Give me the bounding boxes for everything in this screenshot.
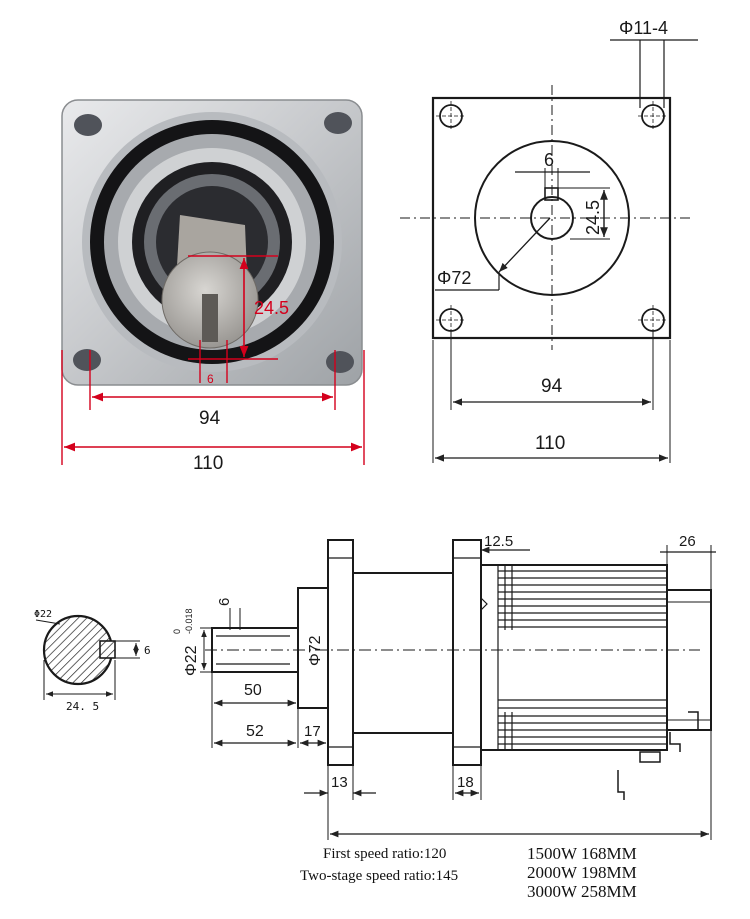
connector — [639, 751, 661, 763]
photo-flange-width-label: 110 — [193, 453, 223, 474]
motor-length-2000w: 2000W 198MM — [527, 863, 637, 882]
mount-hole — [324, 112, 352, 134]
cooling-fins — [497, 565, 667, 750]
pilot-diameter-label: Φ72 — [437, 268, 471, 288]
hole-callout-label: Φ11-4 — [619, 18, 668, 38]
side-key-width-label: 6 — [216, 598, 233, 606]
product-photo: 24.5 6 94 110 — [61, 99, 365, 474]
gearbox-body — [352, 572, 454, 734]
motor-length-3000w: 3000W 258MM — [527, 882, 637, 901]
connector — [669, 732, 681, 752]
shaft-section-drawing: Φ22 6 24. 5 — [34, 609, 151, 713]
front-flange — [327, 539, 354, 766]
key-width-label: 6 — [544, 150, 554, 170]
mount-hole — [74, 114, 102, 136]
connector — [617, 770, 625, 800]
shaft-length-label: 52 — [246, 723, 264, 740]
key-length-label: 50 — [244, 682, 262, 699]
tolerance-lower-label: -0.018 — [184, 608, 194, 634]
key-slot — [544, 187, 559, 201]
section-height-label: 24. 5 — [66, 700, 99, 713]
mount-hole — [326, 351, 354, 373]
pilot-length-label: 17 — [304, 723, 321, 740]
flange-thickness-label: 13 — [331, 774, 348, 791]
shaft-circle — [530, 196, 574, 240]
mount-hole — [73, 349, 101, 371]
second-ratio-note: Two-stage speed ratio:145 — [300, 868, 458, 884]
section-key-width-label: 6 — [144, 644, 151, 657]
side-pilot-diameter-label: Φ72 — [307, 635, 324, 666]
pilot-circle — [474, 140, 630, 296]
side-view-drawing: 6 Φ22 0 -0.018 Φ72 50 52 17 13 18 — [172, 533, 716, 840]
rear-flange — [452, 539, 482, 766]
photo-bolt-spacing-label: 94 — [199, 408, 221, 429]
motor-length-1500w: 1500W 168MM — [527, 844, 637, 863]
section-diameter-label: Φ22 — [34, 609, 52, 620]
front-view-drawing: Φ11-4 6 24.5 Φ72 94 110 — [400, 18, 698, 463]
first-ratio-note: First speed ratio:120 — [323, 846, 446, 862]
encoder-cover — [666, 589, 712, 731]
motor-body — [480, 564, 668, 751]
second-flange-label: 18 — [457, 774, 474, 791]
motor-offset-label: 12.5 — [484, 533, 513, 550]
motor-length-list: 1500W 168MM 2000W 198MM 3000W 258MM — [527, 844, 637, 901]
flange-width-label: 110 — [535, 433, 565, 454]
photo-key-width-label: 6 — [207, 372, 214, 386]
side-shaft-diameter-label: Φ22 — [183, 645, 200, 676]
shaft-height-label: 24.5 — [583, 200, 603, 235]
bolt-spacing-label: 94 — [541, 376, 563, 397]
photo-shaft-height-label: 24.5 — [254, 298, 289, 318]
tail-length-label: 26 — [679, 533, 696, 550]
ratio-notes: First speed ratio:120 Two-stage speed ra… — [300, 846, 458, 884]
tolerance-upper-label: 0 — [172, 629, 182, 634]
